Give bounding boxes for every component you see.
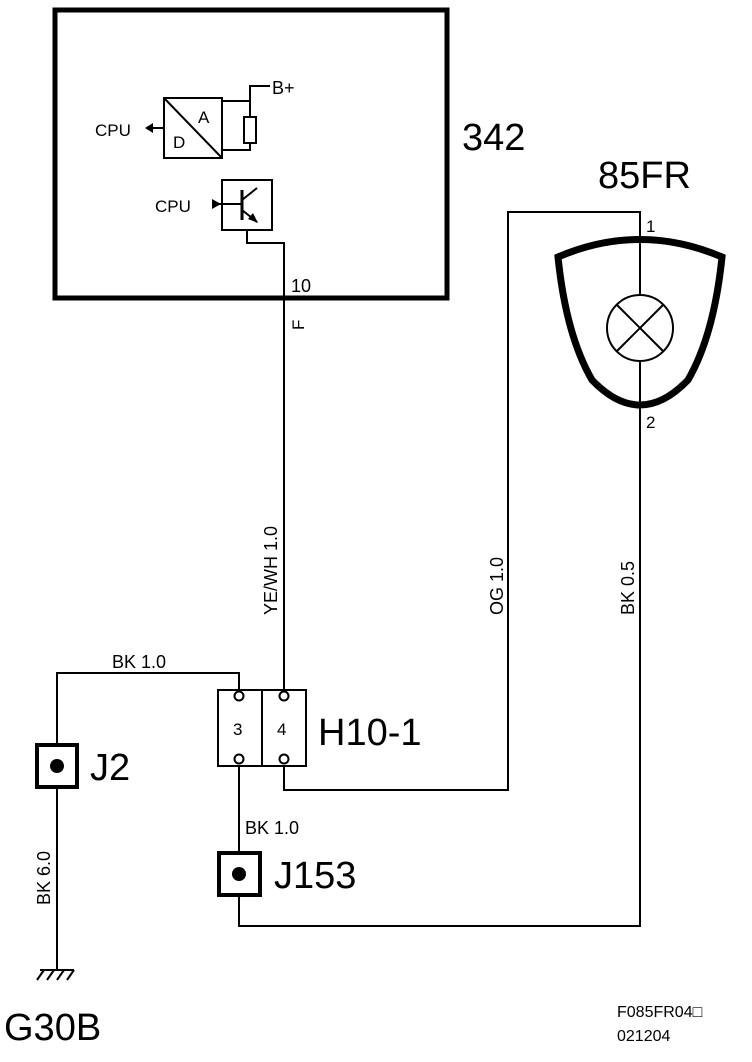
lamp-id: 85FR <box>598 155 691 197</box>
resistor <box>243 116 257 144</box>
splice-j2-label: J2 <box>90 747 130 789</box>
splice-j153-label: J153 <box>274 855 356 897</box>
lamp-pin1: 1 <box>646 217 655 236</box>
wire-og <box>283 211 641 791</box>
module-id: 342 <box>462 117 525 159</box>
wire-bk-lamp-label: BK 0.5 <box>618 561 638 615</box>
arrow-right-icon <box>212 199 221 209</box>
cpu-in-label: CPU <box>155 197 191 216</box>
pin-socket-icon <box>233 690 245 702</box>
wire-bk-ground-label: BK 6.0 <box>34 851 54 905</box>
module-pin-number: 10 <box>291 276 311 296</box>
splice-dot-icon <box>232 867 246 881</box>
module-pin-function: F <box>289 320 308 330</box>
lamp-pin2: 2 <box>646 413 655 432</box>
connector-pin4: 4 <box>277 720 286 739</box>
wire-bk-j153-label: BK 1.0 <box>245 818 299 838</box>
arrow-left-icon <box>145 123 153 133</box>
splice-j153 <box>217 851 262 897</box>
pin-socket-icon <box>233 753 245 765</box>
pin-socket-icon <box>278 753 290 765</box>
ground-label: G30B <box>4 1007 101 1049</box>
splice-dot-icon <box>50 759 64 773</box>
pin-socket-icon <box>278 690 290 702</box>
figure-date: 021204 <box>617 1028 670 1045</box>
ground-icon <box>36 969 75 981</box>
figure-code: F085FR04□ <box>617 1004 703 1021</box>
connector-pin3: 3 <box>233 720 242 739</box>
wire-bk-top <box>56 672 240 745</box>
connector-id: H10-1 <box>318 712 422 754</box>
wire-og-label: OG 1.0 <box>487 557 507 615</box>
supply-label: B+ <box>272 78 295 98</box>
cpu-out-label: CPU <box>95 121 131 140</box>
lamp-housing <box>554 236 726 409</box>
ad-label-d: D <box>173 133 185 152</box>
ad-label-a: A <box>198 108 210 127</box>
wire-ye-wh-label: YE/WH 1.0 <box>261 526 281 615</box>
wire-bk-lamp <box>238 405 641 927</box>
wire-bk-top-label: BK 1.0 <box>112 652 166 672</box>
transistor-arrow-icon <box>248 213 258 223</box>
module-342-box <box>52 7 450 301</box>
